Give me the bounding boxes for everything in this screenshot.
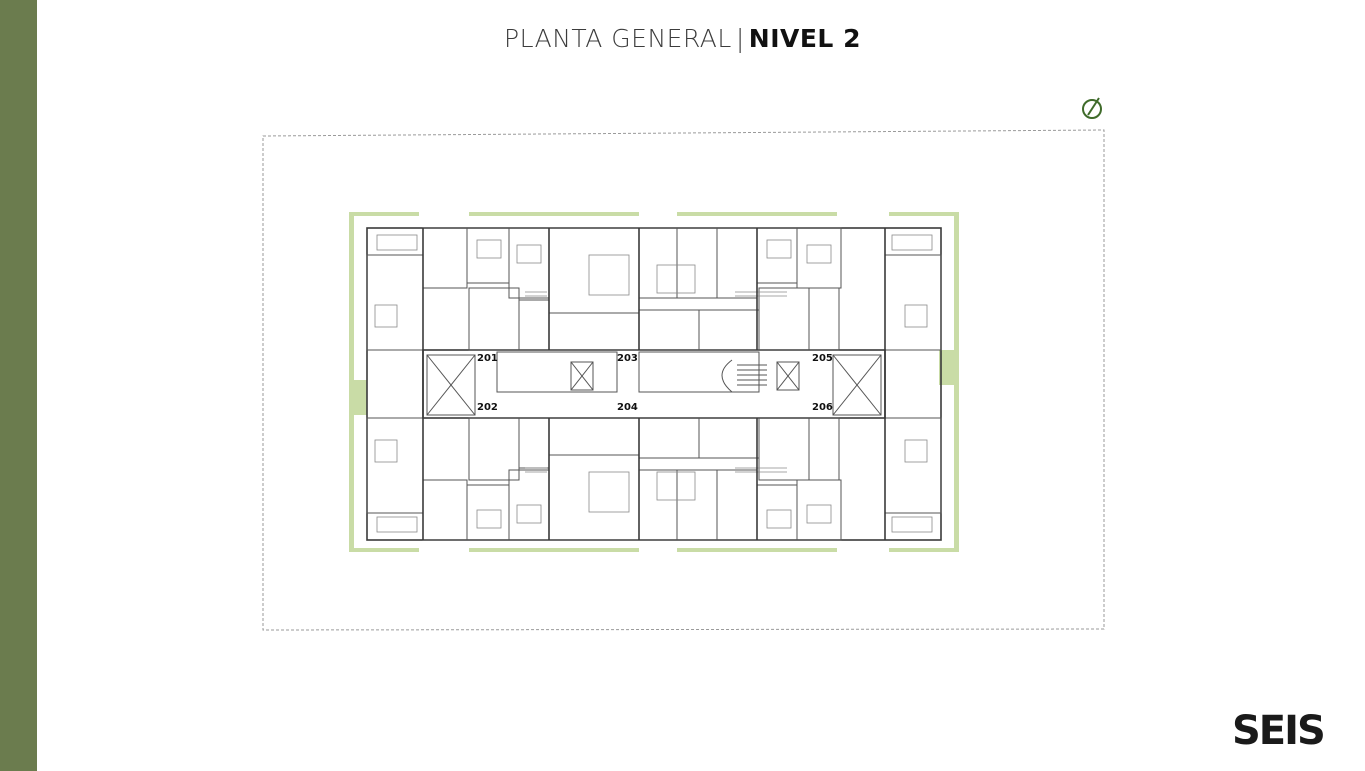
unit-label-202: 202 — [477, 402, 498, 413]
title-separator: | — [735, 24, 745, 53]
title-main: PLANTA GENERAL — [504, 24, 732, 53]
site-boundary — [262, 129, 1105, 631]
page-title: PLANTA GENERAL|NIVEL 2 — [0, 24, 1365, 53]
outer-walls — [366, 227, 942, 541]
unit-label-201: 201 — [477, 353, 498, 364]
terraces — [349, 212, 959, 552]
north-arrow-icon — [1082, 97, 1102, 119]
partition-walls — [422, 228, 886, 540]
brand-logo: SEIS — [1232, 708, 1326, 754]
floor-plan — [347, 210, 961, 557]
unit-label-205: 205 — [812, 353, 833, 364]
furniture — [374, 234, 933, 533]
unit-label-203: 203 — [617, 353, 638, 364]
rooms-top — [366, 227, 942, 351]
core — [426, 351, 882, 416]
side-accent-bar — [0, 0, 37, 771]
floor-plan-drawing — [349, 212, 959, 552]
unit-label-204: 204 — [617, 402, 638, 413]
rooms-bottom — [366, 417, 942, 541]
title-level: NIVEL 2 — [748, 24, 861, 53]
unit-label-206: 206 — [812, 402, 833, 413]
